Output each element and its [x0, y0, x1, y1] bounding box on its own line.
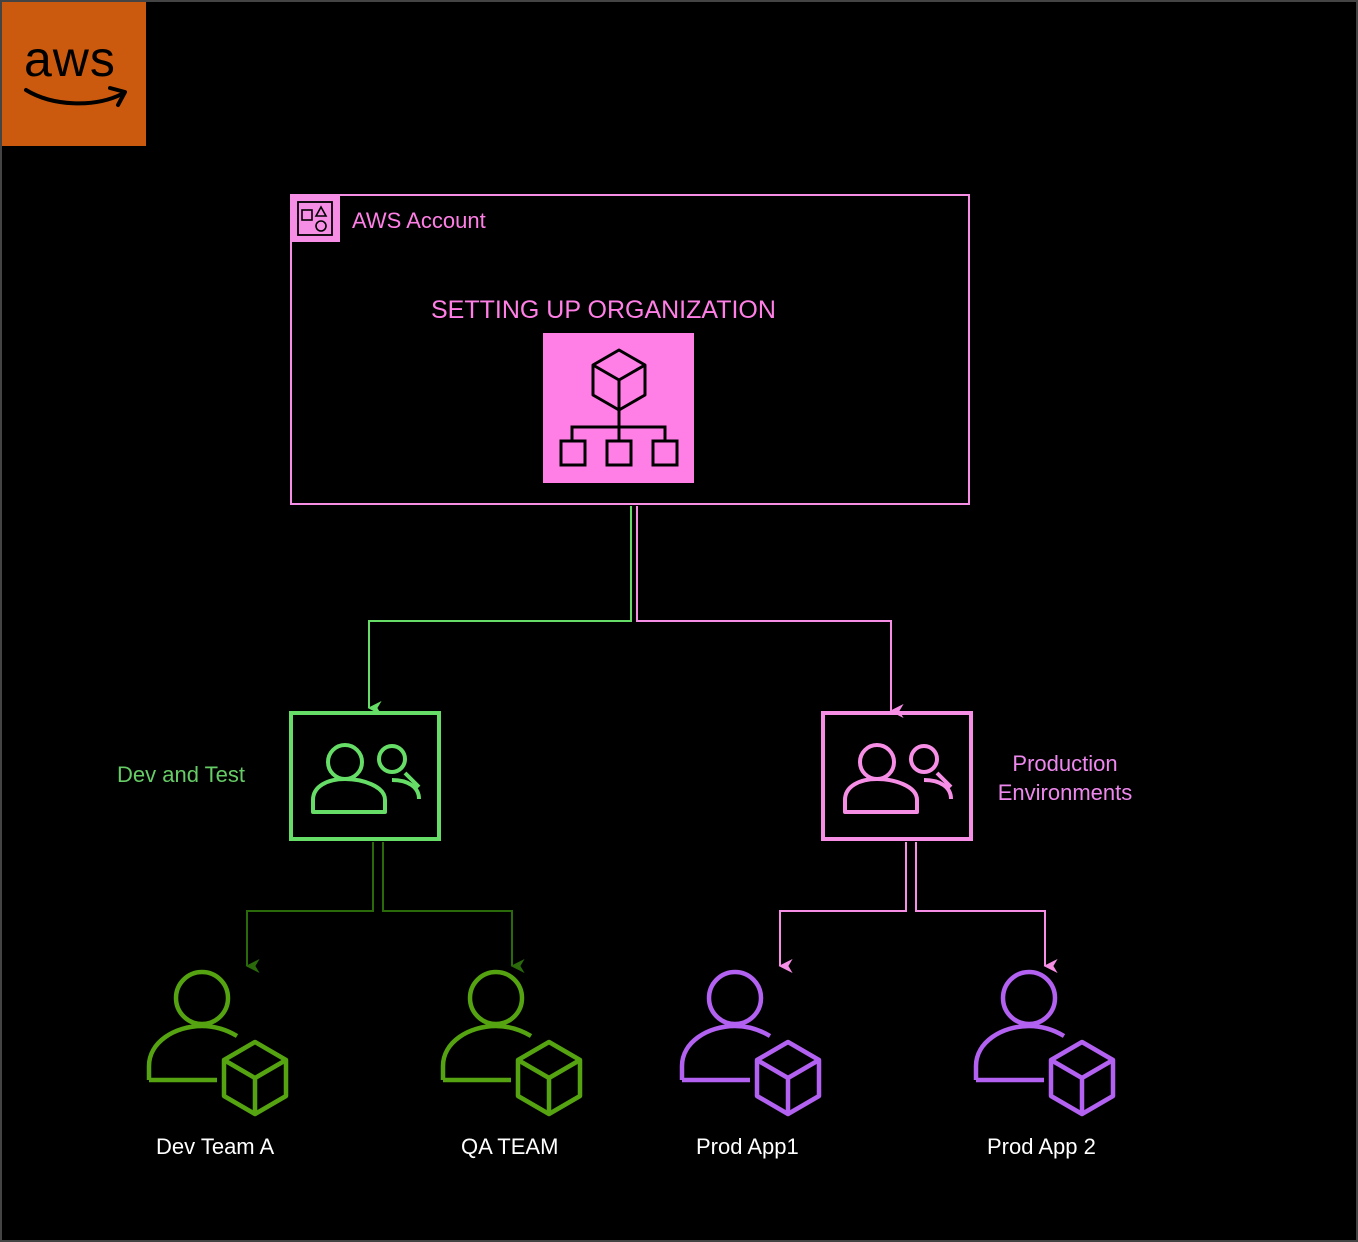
prod-app2-label: Prod App 2 [987, 1134, 1096, 1159]
aws-account-group [290, 194, 970, 505]
connector-to-prod-app2 [915, 842, 1058, 973]
prod-ou-label-line2: Environments [997, 780, 1133, 805]
prod-app2-icon [973, 969, 1116, 1117]
connector-to-dev-team-a [245, 842, 374, 973]
aws-smile-icon [24, 86, 127, 107]
organization-title: SETTING UP ORGANIZATION [431, 296, 776, 324]
connector-to-prod-app1 [778, 842, 907, 973]
dev-team-a-icon [146, 969, 289, 1117]
account-group-icon [291, 195, 340, 242]
connector-to-prod-ou [636, 506, 904, 718]
prod-app1-icon [679, 969, 822, 1117]
qa-team-label: QA TEAM [461, 1134, 559, 1159]
aws-logo-wordmark: aws [24, 31, 116, 87]
prod-ou-icon [821, 711, 973, 841]
dev-ou-label: Dev and Test [117, 762, 246, 787]
dev-team-a-label: Dev Team A [156, 1134, 275, 1159]
aws-account-label: AWS Account [352, 208, 486, 233]
connector-to-dev-ou [367, 506, 632, 715]
prod-ou-label-line1: Production [1012, 751, 1118, 776]
prod-app1-label: Prod App1 [696, 1134, 799, 1159]
qa-team-icon [440, 969, 583, 1117]
dev-ou-icon [289, 711, 441, 841]
aws-logo: aws [2, 2, 146, 146]
organizations-icon [543, 333, 694, 483]
prod-ou-label: Production Environments [990, 749, 1140, 807]
connector-to-qa-team [382, 842, 525, 973]
